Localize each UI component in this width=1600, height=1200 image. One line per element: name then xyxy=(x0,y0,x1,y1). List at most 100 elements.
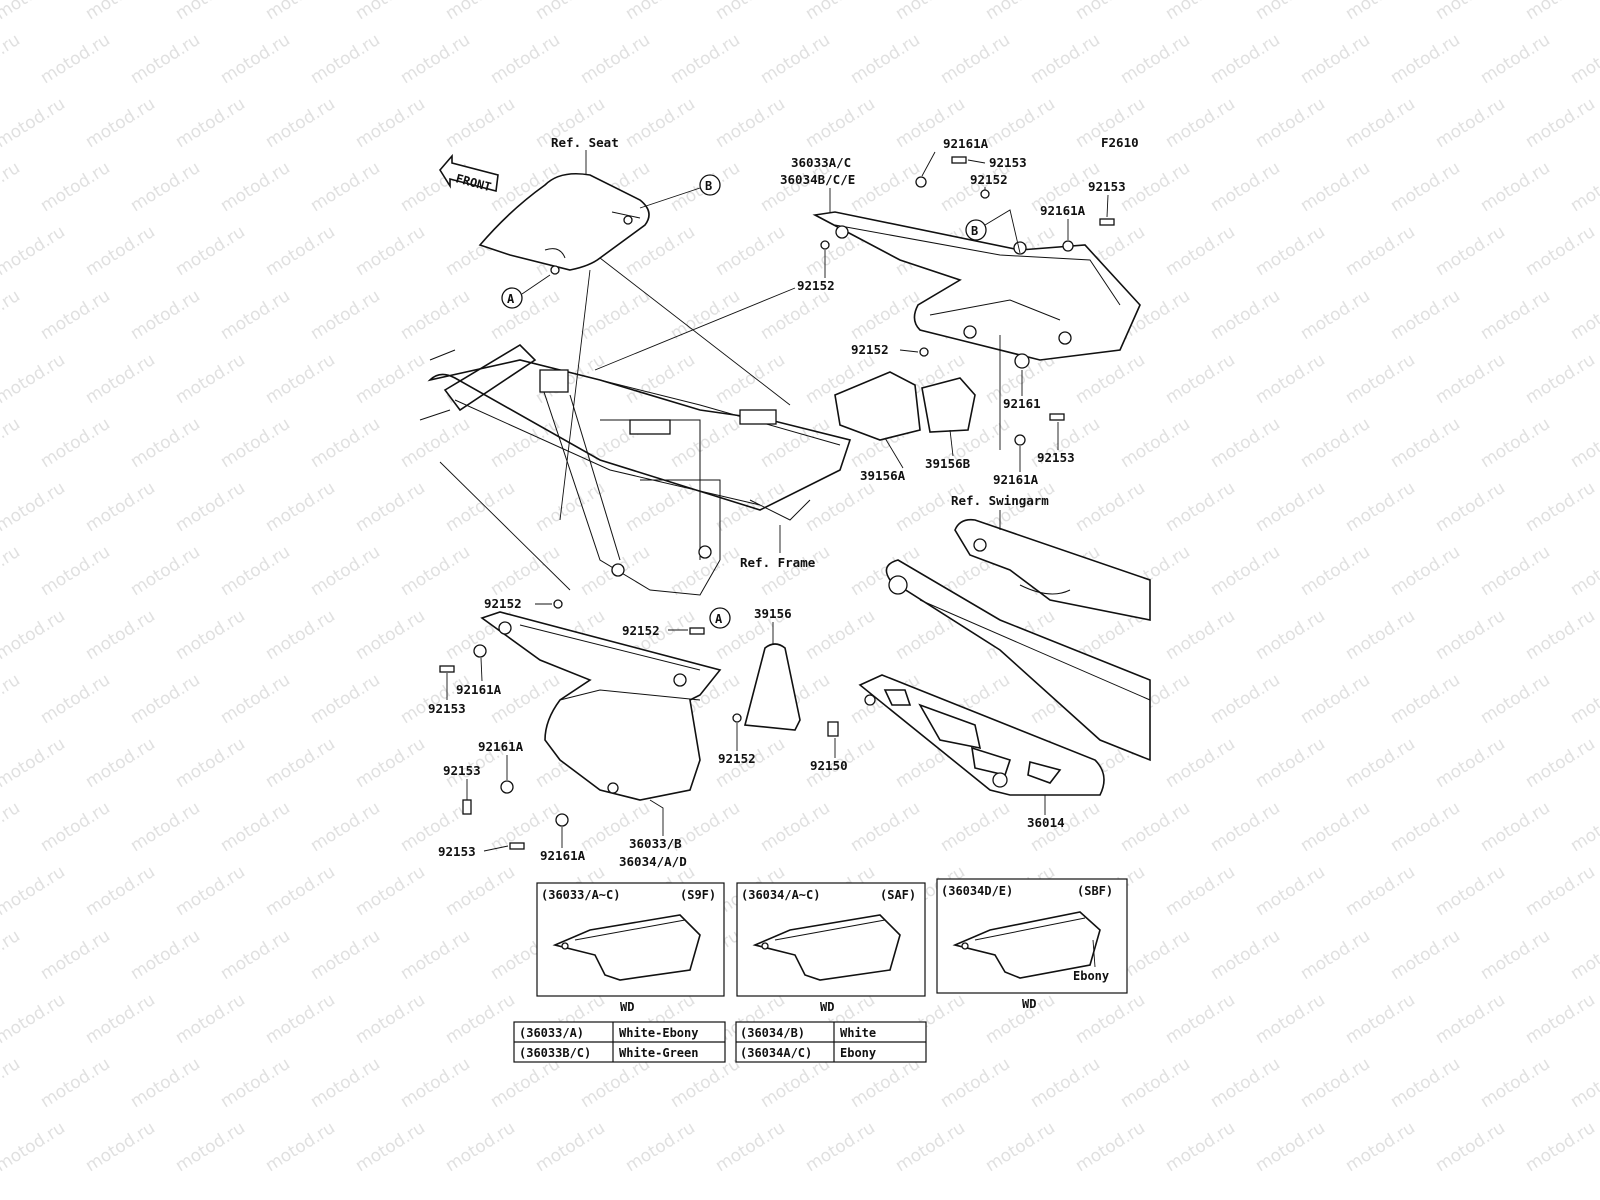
ref-swingarm-label: Ref. Swingarm xyxy=(951,493,1049,508)
watermark-text: motod.ru xyxy=(397,414,474,472)
watermark-text: motod.ru xyxy=(667,30,744,88)
watermark-text: motod.ru xyxy=(1522,606,1599,664)
part-92161a-top: 92161A xyxy=(943,136,989,151)
watermark-text: motod.ru xyxy=(1297,670,1374,728)
watermark-text: motod.ru xyxy=(0,1054,24,1112)
watermark-text: motod.ru xyxy=(1567,30,1600,88)
watermark-text: motod.ru xyxy=(1387,30,1464,88)
svg-text:White: White xyxy=(840,1026,876,1040)
svg-text:(SAF): (SAF) xyxy=(880,888,916,902)
svg-text:White-Green: White-Green xyxy=(619,1046,698,1060)
watermark-text: motod.ru xyxy=(892,1118,969,1176)
watermark-text: motod.ru xyxy=(217,414,294,472)
watermark-text: motod.ru xyxy=(1117,798,1194,856)
chain-guard-36014 xyxy=(858,674,1105,796)
watermark-text: motod.ru xyxy=(1567,1054,1600,1112)
watermark-text: motod.ru xyxy=(487,30,564,88)
grommet-icon xyxy=(500,780,514,794)
watermark-text: motod.ru xyxy=(712,94,789,152)
watermark-text: motod.ru xyxy=(37,158,114,216)
svg-text:(36033B/C): (36033B/C) xyxy=(519,1046,591,1060)
watermark-text: motod.ru xyxy=(622,94,699,152)
watermark-text: motod.ru xyxy=(1342,862,1419,920)
watermark-text: motod.ru xyxy=(1072,990,1149,1048)
watermark-text: motod.ru xyxy=(1342,222,1419,280)
watermark-text: motod.ru xyxy=(1477,542,1554,600)
watermark-text: motod.ru xyxy=(1387,542,1464,600)
watermark-text: motod.ru xyxy=(487,286,564,344)
watermark-text: motod.ru xyxy=(37,542,114,600)
watermark-text: motod.ru xyxy=(0,734,69,792)
watermark-text: motod.ru xyxy=(307,542,384,600)
bolt-icon xyxy=(689,627,705,635)
watermark-text: motod.ru xyxy=(802,606,879,664)
watermark-text: motod.ru xyxy=(712,222,789,280)
watermark-text: motod.ru xyxy=(802,0,879,24)
watermark-text: motod.ru xyxy=(262,350,339,408)
watermark-text: motod.ru xyxy=(352,222,429,280)
grommet-icon xyxy=(1062,240,1074,252)
watermark-text: motod.ru xyxy=(847,286,924,344)
watermark-text: motod.ru xyxy=(937,30,1014,88)
watermark-text: motod.ru xyxy=(0,222,69,280)
frame-ref-drawing xyxy=(419,343,852,596)
watermark-text: motod.ru xyxy=(307,798,384,856)
part-36034bce: 36034B/C/E xyxy=(780,172,855,187)
watermark-text: motod.ru xyxy=(1522,478,1599,536)
watermark-text: motod.ru xyxy=(0,414,24,472)
watermark-text: motod.ru xyxy=(0,798,24,856)
watermark-text: motod.ru xyxy=(82,734,159,792)
svg-text:White-Ebony: White-Ebony xyxy=(619,1026,698,1040)
part-36033b: 36033/B xyxy=(629,836,682,851)
ref-seat-label: Ref. Seat xyxy=(551,135,619,150)
watermark-text: motod.ru xyxy=(172,1118,249,1176)
bolt-icon xyxy=(827,721,839,737)
watermark-text: motod.ru xyxy=(1297,286,1374,344)
watermark-text: motod.ru xyxy=(1567,414,1600,472)
watermark-text: motod.ru xyxy=(1252,606,1329,664)
watermark-text: motod.ru xyxy=(37,926,114,984)
watermark-text: motod.ru xyxy=(1162,606,1239,664)
watermark-text: motod.ru xyxy=(1387,670,1464,728)
watermark-text: motod.ru xyxy=(1432,606,1509,664)
watermark-text: motod.ru xyxy=(1522,0,1599,24)
watermark-text: motod.ru xyxy=(982,990,1059,1048)
watermark-text: motod.ru xyxy=(1207,670,1284,728)
watermark-text: motod.ru xyxy=(172,990,249,1048)
watermark-text: motod.ru xyxy=(1342,478,1419,536)
grommet-icon xyxy=(915,176,927,188)
part-92152-left-b: 92152 xyxy=(622,623,660,638)
watermark-text: motod.ru xyxy=(1387,1054,1464,1112)
part-92161a-left3: 92161A xyxy=(540,848,586,863)
watermark-text: motod.ru xyxy=(1342,350,1419,408)
watermark-text: motod.ru xyxy=(892,0,969,24)
watermark-text: motod.ru xyxy=(1162,734,1239,792)
watermark-text: motod.ru xyxy=(307,926,384,984)
seat-ref-drawing xyxy=(478,172,650,275)
watermark-text: motod.ru xyxy=(0,862,69,920)
watermark-text: motod.ru xyxy=(1432,350,1509,408)
watermark-text: motod.ru xyxy=(1117,926,1194,984)
watermark-text: motod.ru xyxy=(172,350,249,408)
watermark-text: motod.ru xyxy=(0,926,24,984)
svg-text:WD: WD xyxy=(820,1000,834,1014)
watermark-text: motod.ru xyxy=(307,1054,384,1112)
watermark-text: motod.ru xyxy=(217,670,294,728)
watermark-text: motod.ru xyxy=(172,222,249,280)
watermark-text: motod.ru xyxy=(262,1118,339,1176)
watermark-text: motod.ru xyxy=(37,1054,114,1112)
watermark-text: motod.ru xyxy=(937,798,1014,856)
watermark-text: motod.ru xyxy=(172,94,249,152)
watermark-text: motod.ru xyxy=(1387,926,1464,984)
part-92161: 92161 xyxy=(1003,396,1041,411)
part-92153-right: 92153 xyxy=(1088,179,1126,194)
watermark-text: motod.ru xyxy=(262,0,339,24)
watermark-text: motod.ru xyxy=(1297,414,1374,472)
watermark-text: motod.ru xyxy=(307,30,384,88)
callout-a-seat: A xyxy=(501,274,551,309)
watermark-text: motod.ru xyxy=(397,926,474,984)
watermark-text: motod.ru xyxy=(712,350,789,408)
watermark-text: motod.ru xyxy=(1252,1118,1329,1176)
watermark-text: motod.ru xyxy=(1522,94,1599,152)
watermark-text: motod.ru xyxy=(1522,1118,1599,1176)
